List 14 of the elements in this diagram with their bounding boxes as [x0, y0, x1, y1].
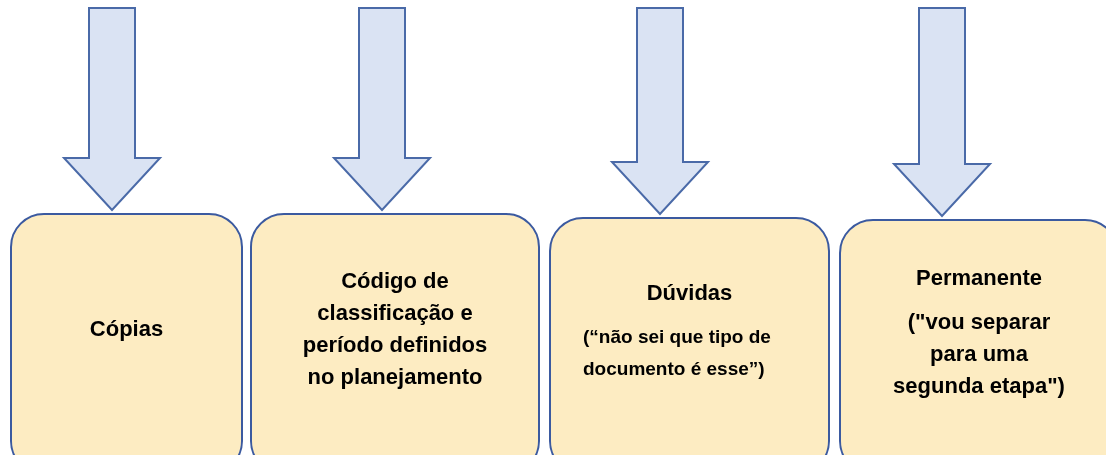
block-arrow	[891, 7, 993, 218]
box-heading: Permanente	[916, 264, 1042, 292]
rounded-box	[549, 217, 830, 455]
block-arrow	[609, 7, 711, 216]
box-heading: Cópias	[89, 315, 164, 343]
block-arrow	[61, 7, 163, 212]
box-note: (“não sei que tipo de documento é esse”)	[582, 325, 772, 381]
box-heading: Dúvidas	[646, 279, 733, 307]
box-note: ("vou separar para uma segunda etapa")	[892, 308, 1066, 400]
rounded-box	[839, 219, 1106, 455]
rounded-box	[250, 213, 540, 455]
block-arrow	[331, 7, 433, 212]
rounded-box	[10, 213, 243, 455]
box-heading: Código de classificação e período definidos no planejamento	[301, 267, 489, 391]
